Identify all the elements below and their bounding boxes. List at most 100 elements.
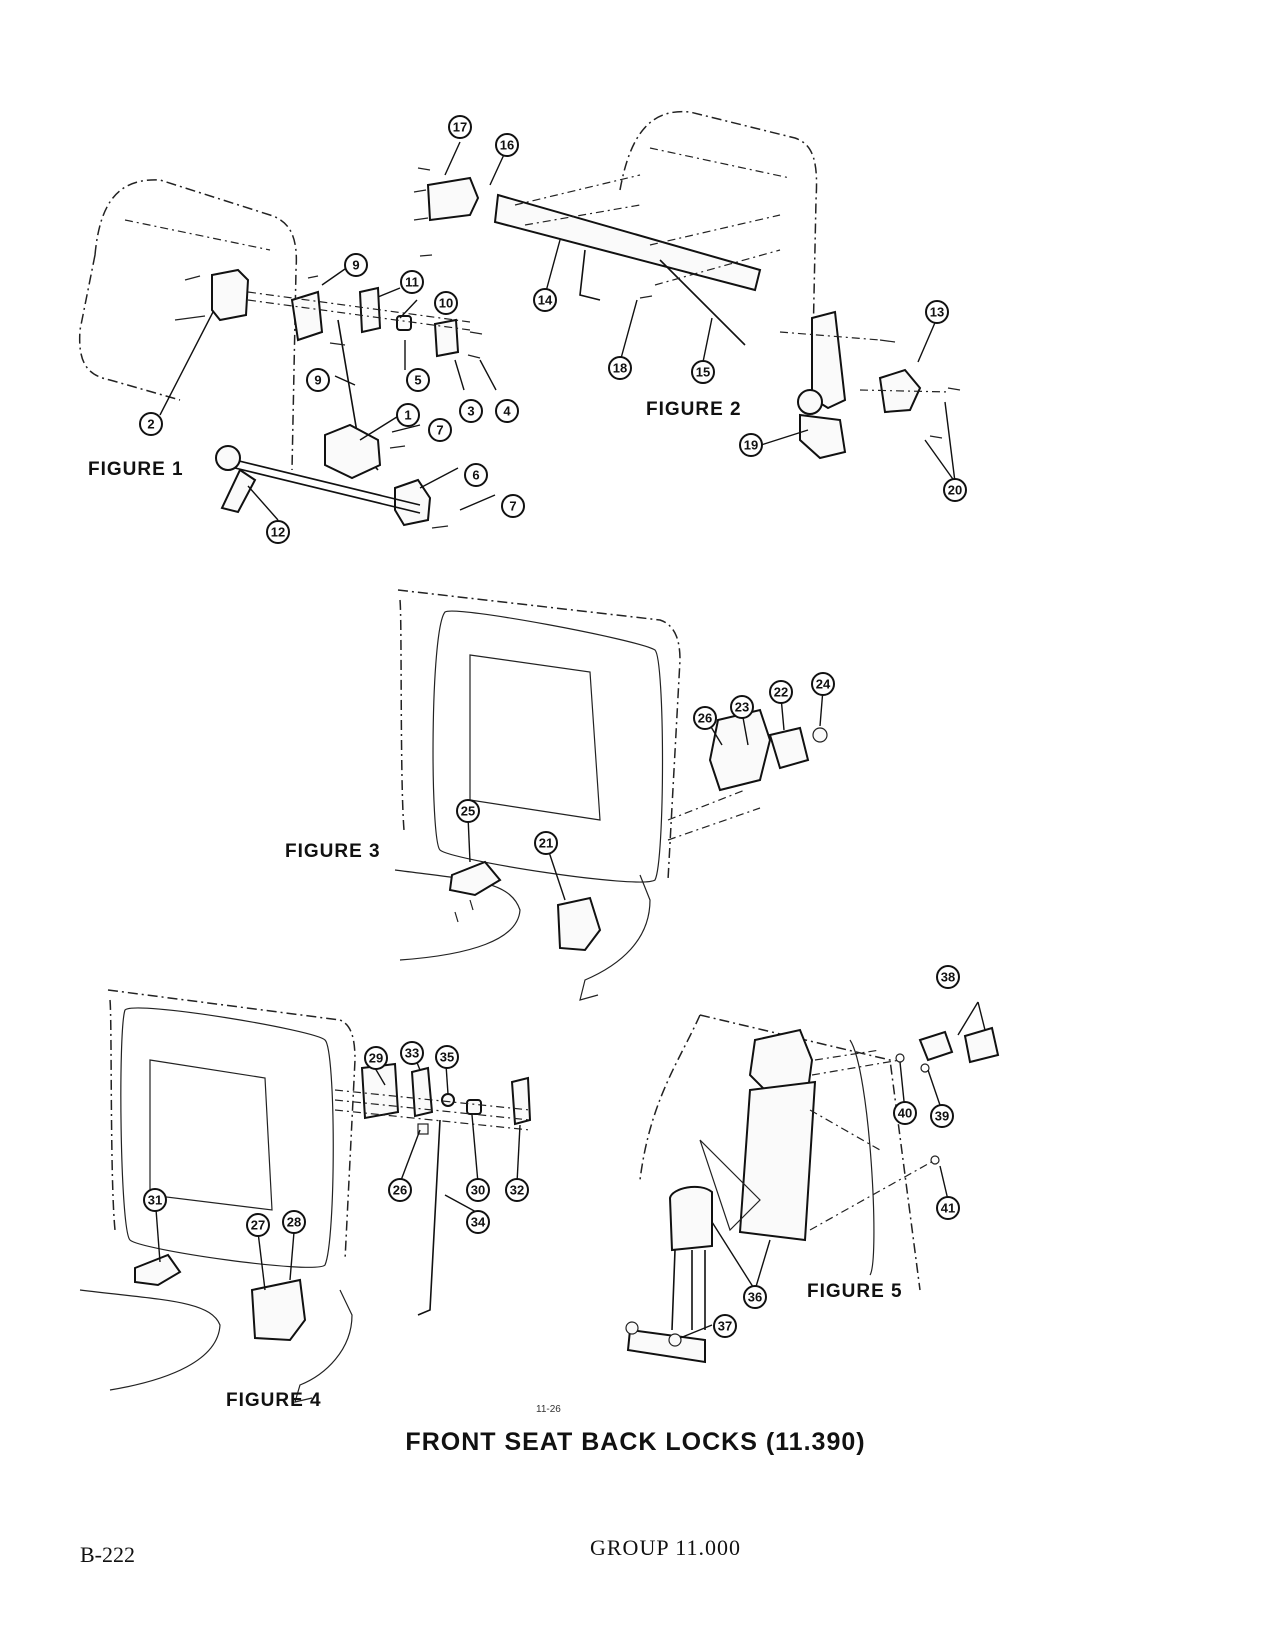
svg-text:7: 7 bbox=[509, 499, 516, 514]
svg-text:37: 37 bbox=[718, 1319, 732, 1334]
callout-33: 33 bbox=[400, 1041, 424, 1065]
svg-text:19: 19 bbox=[744, 438, 758, 453]
svg-text:9: 9 bbox=[352, 258, 359, 273]
callout-12: 12 bbox=[266, 520, 290, 544]
svg-text:24: 24 bbox=[816, 677, 831, 692]
callout-41: 41 bbox=[936, 1196, 960, 1220]
svg-text:41: 41 bbox=[941, 1201, 955, 1216]
svg-text:32: 32 bbox=[510, 1183, 524, 1198]
svg-text:16: 16 bbox=[500, 138, 514, 153]
svg-text:3: 3 bbox=[467, 404, 474, 419]
callout-9b: 9 bbox=[306, 368, 330, 392]
callout-38: 38 bbox=[936, 965, 960, 989]
figure-5-label: FIGURE 5 bbox=[807, 1281, 903, 1302]
figure-2-label: FIGURE 2 bbox=[646, 399, 742, 420]
callout-13: 13 bbox=[925, 300, 949, 324]
svg-text:34: 34 bbox=[471, 1215, 486, 1230]
svg-text:13: 13 bbox=[930, 305, 944, 320]
callout-2: 2 bbox=[139, 412, 163, 436]
svg-text:15: 15 bbox=[696, 365, 710, 380]
callout-29: 29 bbox=[364, 1046, 388, 1070]
callout-39: 39 bbox=[930, 1104, 954, 1128]
svg-text:28: 28 bbox=[287, 1215, 301, 1230]
svg-text:2: 2 bbox=[147, 417, 154, 432]
figure-3-label: FIGURE 3 bbox=[285, 841, 381, 862]
svg-text:9: 9 bbox=[314, 373, 321, 388]
callout-26-fig3: 26 bbox=[693, 706, 717, 730]
callout-14: 14 bbox=[533, 288, 557, 312]
svg-text:31: 31 bbox=[148, 1193, 162, 1208]
svg-text:20: 20 bbox=[948, 483, 962, 498]
callout-22: 22 bbox=[769, 680, 793, 704]
svg-text:11: 11 bbox=[405, 275, 419, 290]
callout-7b: 7 bbox=[501, 494, 525, 518]
callout-10: 10 bbox=[434, 291, 458, 315]
figure-5-drawing bbox=[625, 1014, 1000, 1364]
svg-text:10: 10 bbox=[439, 296, 453, 311]
callout-1: 1 bbox=[396, 403, 420, 427]
callout-11: 11 bbox=[400, 270, 424, 294]
callout-9a: 9 bbox=[344, 253, 368, 277]
svg-text:40: 40 bbox=[898, 1106, 912, 1121]
callout-25: 25 bbox=[456, 799, 480, 823]
callout-35: 35 bbox=[435, 1045, 459, 1069]
svg-text:6: 6 bbox=[472, 468, 479, 483]
callout-31: 31 bbox=[143, 1188, 167, 1212]
callout-16: 16 bbox=[495, 133, 519, 157]
callout-34: 34 bbox=[466, 1210, 490, 1234]
figure-1-label: FIGURE 1 bbox=[88, 459, 184, 480]
callout-36: 36 bbox=[743, 1285, 767, 1309]
svg-text:18: 18 bbox=[613, 361, 627, 376]
callout-32: 32 bbox=[505, 1178, 529, 1202]
svg-text:39: 39 bbox=[935, 1109, 949, 1124]
svg-text:23: 23 bbox=[735, 700, 749, 715]
callout-7a: 7 bbox=[428, 418, 452, 442]
callout-26-fig4: 26 bbox=[388, 1178, 412, 1202]
svg-text:38: 38 bbox=[941, 970, 955, 985]
callout-5: 5 bbox=[406, 368, 430, 392]
svg-text:17: 17 bbox=[453, 120, 467, 135]
svg-text:36: 36 bbox=[748, 1290, 762, 1305]
figure-1-drawing bbox=[78, 179, 483, 529]
callout-15: 15 bbox=[691, 360, 715, 384]
svg-text:7: 7 bbox=[436, 423, 443, 438]
callout-20: 20 bbox=[943, 478, 967, 502]
callout-24: 24 bbox=[811, 672, 835, 696]
svg-text:14: 14 bbox=[538, 293, 553, 308]
figure-4-drawing bbox=[79, 989, 532, 1403]
svg-text:5: 5 bbox=[414, 373, 421, 388]
callout-19: 19 bbox=[739, 433, 763, 457]
callout-40: 40 bbox=[893, 1101, 917, 1125]
figure-4-label: FIGURE 4 bbox=[226, 1390, 322, 1411]
callout-30: 30 bbox=[466, 1178, 490, 1202]
drawing-number: 11-26 bbox=[536, 1404, 561, 1415]
figure-2-drawing bbox=[413, 110, 961, 460]
svg-text:26: 26 bbox=[393, 1183, 407, 1198]
svg-text:27: 27 bbox=[251, 1218, 265, 1233]
callout-4: 4 bbox=[495, 399, 519, 423]
svg-text:30: 30 bbox=[471, 1183, 485, 1198]
svg-text:1: 1 bbox=[404, 408, 411, 423]
callout-27: 27 bbox=[246, 1213, 270, 1237]
callout-18: 18 bbox=[608, 356, 632, 380]
figure-3-drawing bbox=[394, 589, 828, 1001]
callout-3: 3 bbox=[459, 399, 483, 423]
page-number: B-222 bbox=[80, 1542, 135, 1567]
svg-text:25: 25 bbox=[461, 804, 475, 819]
svg-text:33: 33 bbox=[405, 1046, 419, 1061]
svg-text:22: 22 bbox=[774, 685, 788, 700]
svg-text:29: 29 bbox=[369, 1051, 383, 1066]
callout-21: 21 bbox=[534, 831, 558, 855]
group-label: GROUP 11.000 bbox=[590, 1535, 741, 1560]
callout-17: 17 bbox=[448, 115, 472, 139]
svg-text:12: 12 bbox=[271, 525, 285, 540]
svg-text:26: 26 bbox=[698, 711, 712, 726]
page-title: FRONT SEAT BACK LOCKS (11.390) bbox=[405, 1428, 866, 1456]
svg-text:21: 21 bbox=[539, 836, 553, 851]
callout-37: 37 bbox=[713, 1314, 737, 1338]
svg-text:35: 35 bbox=[440, 1050, 454, 1065]
callout-6: 6 bbox=[464, 463, 488, 487]
callout-28: 28 bbox=[282, 1210, 306, 1234]
callout-23: 23 bbox=[730, 695, 754, 719]
